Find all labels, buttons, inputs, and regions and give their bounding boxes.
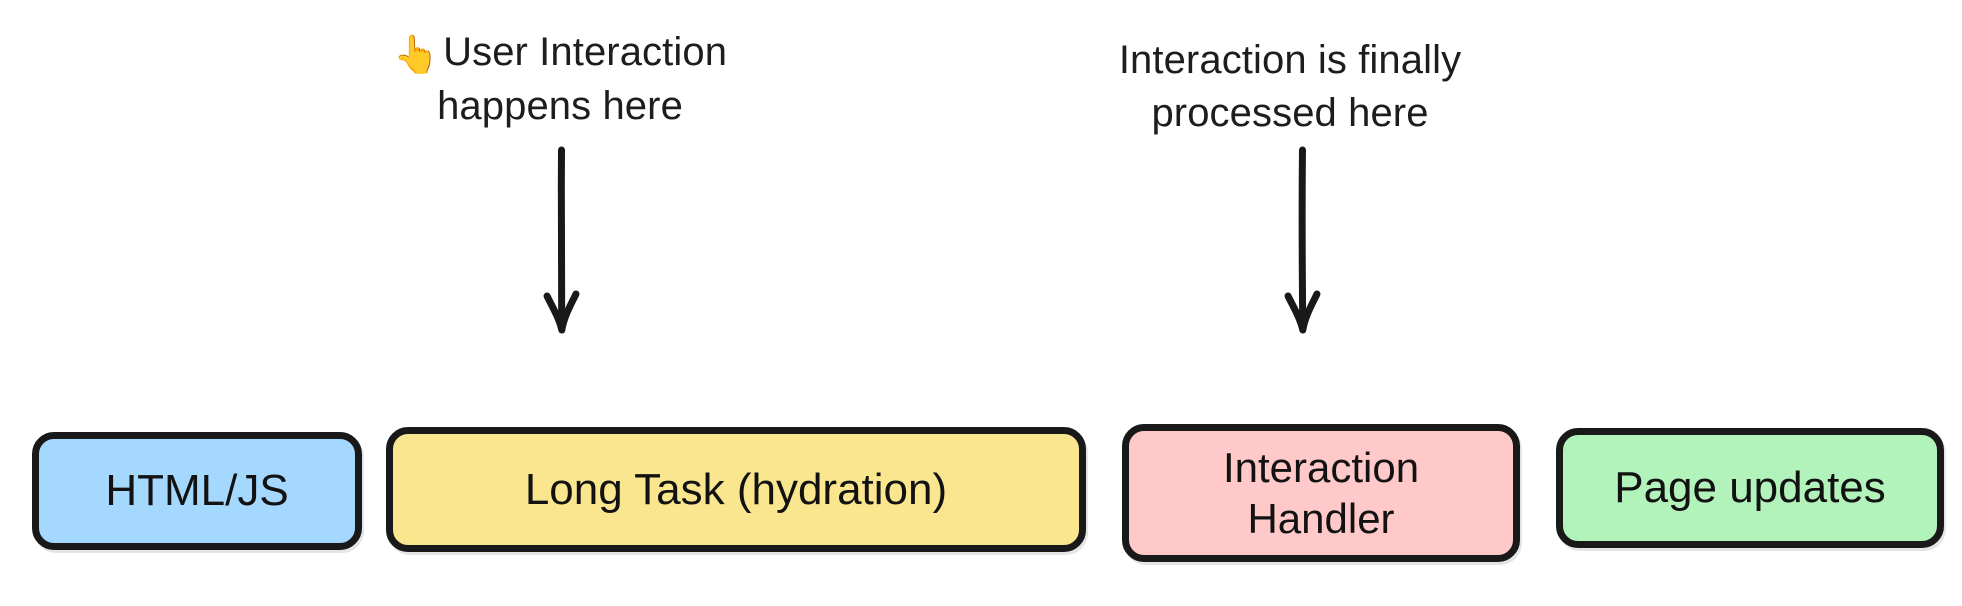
node-interaction-handler[interactable]: Interaction Handler: [1122, 424, 1520, 562]
node-long-task[interactable]: Long Task (hydration): [386, 427, 1086, 552]
arrow-to-long-task-icon: [543, 146, 580, 334]
annotation-interaction-processed-line2: processed here: [1151, 90, 1429, 135]
node-html-js-label: HTML/JS: [105, 466, 289, 516]
annotation-user-interaction-text1: User Interaction: [443, 30, 728, 74]
backhand-index-pointing-up-icon: 👆: [392, 34, 440, 75]
annotation-interaction-processed: Interaction is finally processed here: [1060, 34, 1520, 140]
annotation-user-interaction-line1: 👆User Interaction: [330, 26, 790, 80]
node-page-updates-label: Page updates: [1614, 463, 1886, 513]
arrow-to-interaction-handler-icon: [1284, 146, 1321, 334]
annotation-user-interaction: 👆User Interaction happens here: [330, 26, 790, 133]
node-interaction-handler-label: Interaction Handler: [1213, 442, 1429, 544]
node-interaction-handler-label-line2: Handler: [1247, 495, 1395, 542]
node-interaction-handler-label-line1: Interaction: [1222, 443, 1420, 491]
node-long-task-label: Long Task (hydration): [524, 464, 948, 514]
annotation-interaction-processed-line1: Interaction is finally: [1118, 38, 1462, 82]
node-html-js[interactable]: HTML/JS: [32, 432, 362, 550]
node-page-updates[interactable]: Page updates: [1556, 428, 1944, 548]
annotation-user-interaction-line2: happens here: [437, 83, 683, 128]
